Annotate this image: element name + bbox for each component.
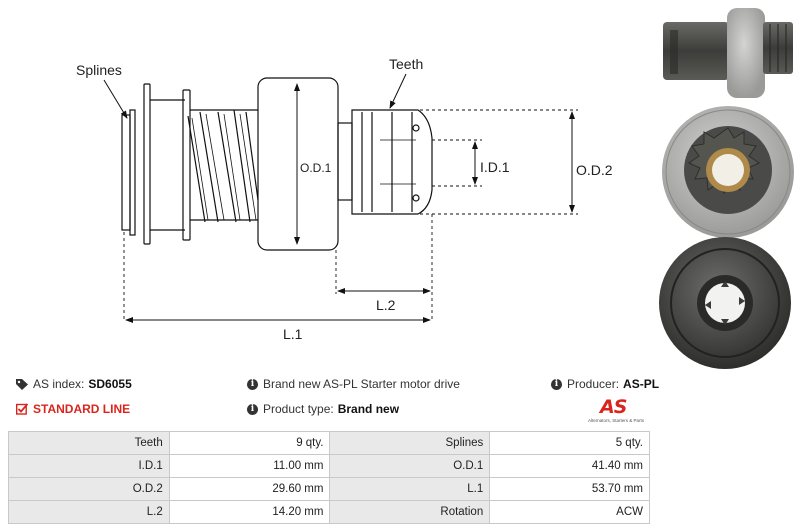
product-type-label: Product type:	[263, 402, 334, 416]
standard-line: STANDARD LINE	[16, 402, 130, 416]
label-teeth: Teeth	[389, 56, 423, 72]
spec-value: 41.40 mm	[489, 454, 650, 478]
producer-value: AS-PL	[623, 377, 660, 391]
photo-rear-view	[659, 237, 791, 369]
label-id1: I.D.1	[480, 159, 510, 175]
spec-value: 53.70 mm	[489, 477, 650, 501]
spec-value: 5 qty.	[489, 431, 650, 455]
spec-label: I.D.1	[8, 454, 170, 478]
table-row: Teeth 9 qty. Splines 5 qty.	[8, 431, 650, 455]
spec-value: ACW	[489, 500, 650, 524]
producer: i Producer: AS-PL	[551, 377, 659, 391]
brand-logo: AS Alternators, Starters & Parts	[588, 396, 650, 426]
spec-value: 14.20 mm	[168, 500, 331, 524]
spec-value: 29.60 mm	[168, 477, 331, 501]
description: i Brand new AS-PL Starter motor drive	[247, 377, 460, 391]
table-row: O.D.2 29.60 mm L.1 53.70 mm	[8, 477, 650, 501]
spec-label: L.1	[329, 477, 491, 501]
as-index-label: AS index:	[33, 377, 85, 391]
technical-drawing: Splines Teeth O.D.1 I.D.1 O.D.2 L.2 L.1	[76, 56, 613, 342]
label-l2: L.2	[376, 297, 396, 313]
description-text: Brand new AS-PL Starter motor drive	[263, 377, 460, 391]
spec-label: L.2	[8, 500, 170, 524]
product-type-value: Brand new	[337, 402, 400, 416]
info-icon: i	[247, 403, 258, 415]
spec-label: Splines	[329, 431, 491, 455]
label-od2: O.D.2	[576, 162, 613, 178]
logo-tagline: Alternators, Starters & Parts	[588, 418, 645, 423]
specs-table: Teeth 9 qty. Splines 5 qty. I.D.1 11.00 …	[8, 431, 650, 524]
spec-label: O.D.1	[329, 454, 491, 478]
spec-value: 11.00 mm	[168, 454, 331, 478]
photo-front-view	[662, 106, 794, 238]
spec-label: O.D.2	[8, 477, 170, 501]
tag-icon	[16, 378, 28, 390]
spec-value: 9 qty.	[168, 431, 331, 455]
table-row: L.2 14.20 mm Rotation ACW	[8, 500, 650, 524]
label-splines: Splines	[76, 62, 122, 78]
label-l1: L.1	[283, 326, 303, 342]
spec-label: Rotation	[329, 500, 491, 524]
photo-side-view	[663, 8, 793, 98]
info-icon: i	[551, 378, 562, 390]
logo-mark: AS	[600, 396, 627, 418]
standard-line-text: STANDARD LINE	[33, 402, 131, 416]
as-index: AS index: SD6055	[16, 377, 132, 391]
as-index-value: SD6055	[88, 377, 132, 391]
info-icon: i	[247, 378, 258, 390]
spec-label: Teeth	[8, 431, 170, 455]
label-od1: O.D.1	[300, 161, 332, 175]
producer-label: Producer:	[567, 377, 620, 391]
table-row: I.D.1 11.00 mm O.D.1 41.40 mm	[8, 454, 650, 478]
product-type: i Product type: Brand new	[247, 402, 399, 416]
checkbox-icon	[16, 403, 28, 415]
product-photos	[659, 8, 794, 369]
